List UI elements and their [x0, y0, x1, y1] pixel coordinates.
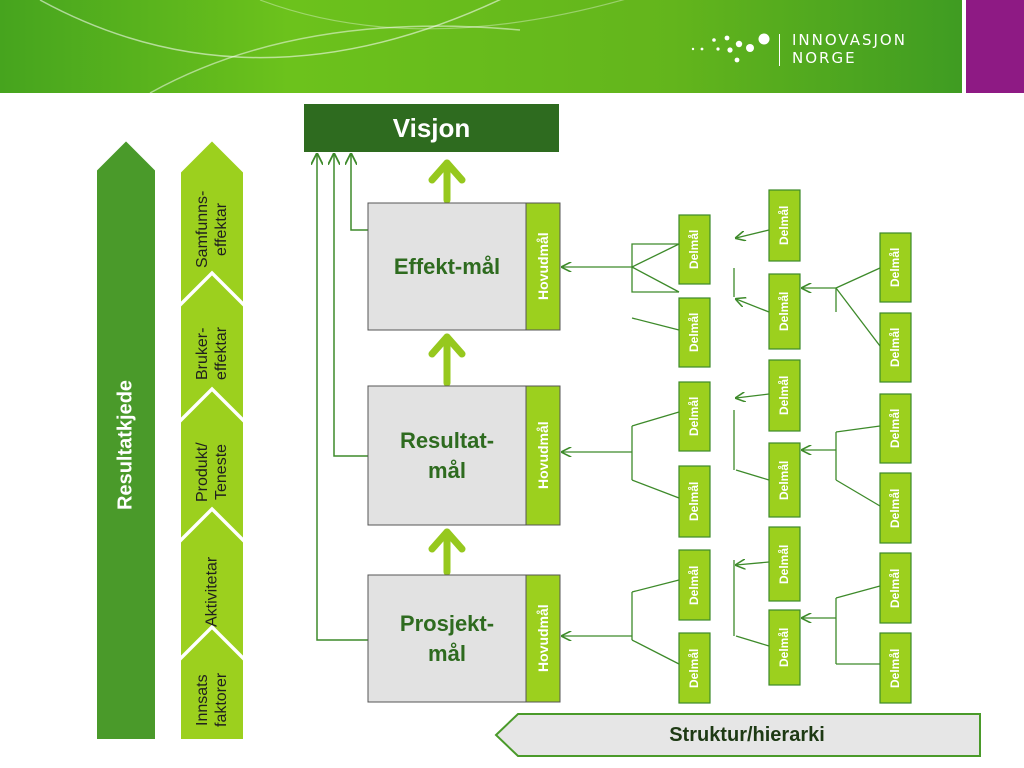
delmal-box-15: [768, 526, 801, 602]
header-banner: INNOVASJON NORGE: [0, 0, 962, 93]
delmal-box-17: [879, 552, 912, 624]
vision-label: Visjon: [392, 112, 471, 143]
delmal-box-11: [879, 393, 912, 464]
goal-label-2: Resultat- mål: [399, 427, 495, 483]
delmal-label-2: Delmål: [687, 312, 701, 353]
delmal-label-10: Delmål: [777, 460, 791, 500]
stage-chevron-2: [179, 272, 245, 423]
delmal-label-13: Delmål: [687, 565, 701, 605]
logo-text: INNOVASJON NORGE: [792, 31, 907, 67]
delmal-box-14: [678, 632, 711, 704]
delmal-label-12: Delmål: [888, 488, 902, 528]
delmal-label-17: Delmål: [888, 568, 902, 608]
delmal-box-6: [879, 312, 912, 383]
logo-line-2: NORGE: [792, 49, 857, 67]
goal-box-3: [367, 574, 527, 703]
hovudmal-bar-2: [525, 385, 561, 526]
goal-box-2: [367, 385, 527, 526]
delmal-connectors: [562, 229, 881, 665]
goal-box-1: [367, 202, 527, 331]
logo-separator: [779, 34, 780, 66]
delmal-box-4: [768, 273, 801, 350]
delmal-box-1: [678, 214, 711, 285]
stage-chevron-5: [179, 626, 245, 741]
stage-label-1: Samfunns- effektar: [194, 190, 230, 269]
delmal-label-5: Delmål: [888, 247, 902, 288]
vision-box: [304, 104, 559, 152]
hovudmal-label-2: Hovudmål: [535, 421, 551, 490]
delmal-label-9: Delmål: [777, 375, 791, 416]
hovudmal-bar-3: [525, 574, 561, 703]
stage-chevron-3: [179, 388, 245, 543]
main-up-arrows: [428, 159, 466, 576]
hovudmal-label-1: Hovudmål: [535, 232, 551, 301]
delmal-label-8: Delmål: [687, 481, 701, 522]
up-arrow-2: [428, 333, 466, 387]
delmal-box-18: [879, 632, 912, 704]
delmal-box-5: [879, 232, 912, 303]
delmal-label-7: Delmål: [687, 396, 701, 437]
struktur-label: Struktur/hierarki: [669, 723, 825, 746]
feedback-lines: [317, 154, 368, 641]
goal-label-1: Effekt-mål: [393, 253, 501, 279]
goal-label-3: Prosjekt- mål: [399, 610, 495, 666]
delmal-box-12: [879, 472, 912, 544]
up-arrow-3: [428, 528, 466, 576]
delmal-label-14: Delmål: [687, 648, 701, 688]
delmal-label-6: Delmål: [888, 327, 902, 368]
stage-chevron-1: [179, 138, 245, 307]
delmal-label-4: Delmål: [777, 291, 791, 332]
delmal-label-15: Delmål: [777, 544, 791, 584]
up-arrow-1: [428, 159, 466, 204]
stage-label-5: Innsats faktorer: [194, 672, 230, 728]
delmal-label-3: Delmål: [777, 205, 791, 246]
delmal-label-1: Delmål: [687, 229, 701, 270]
stage-label-3: Produkt/ Teneste: [194, 442, 230, 502]
delmal-box-13: [678, 549, 711, 621]
header-decoration: [39, 0, 625, 93]
struktur-arrow: [494, 713, 981, 757]
stage-chevrons: [179, 138, 245, 741]
stage-label-2: Bruker- effektar: [194, 326, 230, 381]
goal-boxes: [367, 202, 561, 703]
delmal-box-3: [768, 189, 801, 262]
delmal-box-10: [768, 442, 801, 518]
stage-chevron-4: [179, 508, 245, 661]
delmal-label-11: Delmål: [888, 408, 902, 449]
delmal-box-9: [768, 359, 801, 432]
stage-label-4: Aktivitetar: [203, 556, 221, 628]
delmal-box-8: [678, 465, 711, 538]
delmal-box-16: [768, 609, 801, 686]
resultatkjede-label: Resultatkjede: [114, 379, 137, 511]
purple-corner-block: [966, 0, 1024, 93]
delmal-label-16: Delmål: [777, 627, 791, 668]
hovudmal-label-3: Hovudmål: [535, 604, 551, 673]
delmal-box-2: [678, 297, 711, 368]
logo-dots-icon: [691, 33, 770, 63]
delmal-label-18: Delmål: [888, 648, 902, 688]
logo-line-1: INNOVASJON: [792, 31, 907, 49]
delmal-box-7: [678, 381, 711, 452]
delmal-boxes: [678, 189, 912, 704]
hovudmal-bar-1: [525, 202, 561, 331]
resultatkjede-arrow: [95, 138, 157, 741]
